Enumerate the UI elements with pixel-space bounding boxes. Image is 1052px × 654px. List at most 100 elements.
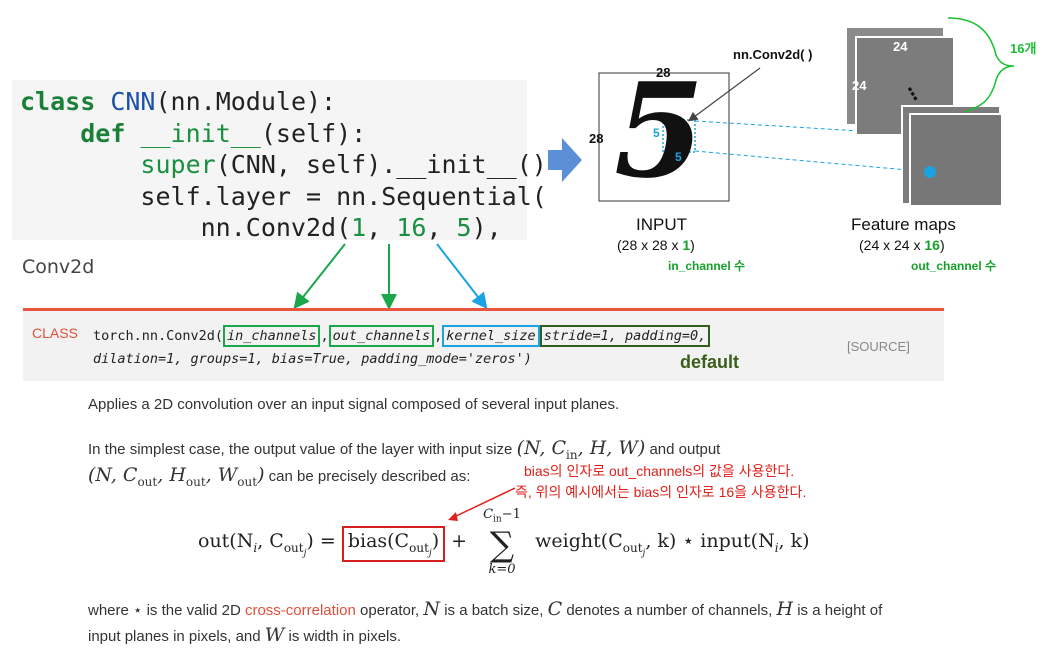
sum-sigma-icon: ∑ bbox=[489, 524, 515, 565]
formula-text: + bbox=[451, 530, 468, 552]
input-image-frame bbox=[598, 72, 730, 202]
cross-correlation-link[interactable]: cross-correlation bbox=[244, 602, 356, 619]
signature-line-2: dilation=1, groups=1, bias=True, padding… bbox=[93, 351, 532, 367]
input-width-label: 28 bbox=[656, 65, 671, 80]
arrow-in-channels bbox=[293, 243, 346, 310]
formula-sub: outj bbox=[283, 540, 307, 558]
formula-text: bias(C bbox=[347, 530, 410, 552]
feature-map-front bbox=[909, 113, 1003, 207]
description-paragraph-1: Applies a 2D convolution over an input s… bbox=[88, 396, 620, 413]
para-text: denotes a number of channels, bbox=[566, 602, 773, 619]
kernel-height-label: 5 bbox=[653, 126, 660, 140]
arrow-kernel-size bbox=[436, 243, 488, 310]
description-paragraph-2-line-1: In the simplest case, the output value o… bbox=[88, 437, 720, 462]
formula-text: ) bbox=[431, 530, 440, 552]
fmap-dims-text: (24 x 24 x bbox=[859, 237, 925, 253]
code-method-name: __init__ bbox=[140, 118, 261, 148]
signature-comma: , bbox=[320, 328, 329, 344]
description-paragraph-2-line-2: (N, Cout, Hout, Wout) can be precisely d… bbox=[88, 464, 470, 489]
bias-note-line-2: 즉, 위의 예시에서는 bias의 인자로 16을 사용한다. bbox=[515, 484, 807, 500]
formula-text: , k) ⋆ input(N bbox=[645, 530, 775, 552]
input-dims: (28 x 28 x 1) bbox=[617, 237, 695, 253]
section-title: Conv2d bbox=[22, 256, 95, 278]
math-sub: out bbox=[137, 474, 158, 489]
math-sub: out bbox=[185, 474, 206, 489]
transform-arrow-icon bbox=[548, 138, 582, 182]
param-defaults: stride=1, padding=0, bbox=[539, 325, 711, 347]
code-arg-kernel: 5 bbox=[456, 213, 472, 242]
formula-sub: outj bbox=[409, 541, 432, 558]
math-symbol: C bbox=[547, 598, 563, 620]
fmap-width-label: 24 bbox=[893, 39, 908, 54]
sum-sub: in bbox=[493, 514, 502, 525]
count-brace bbox=[947, 17, 1015, 113]
code-text: (nn.Module): bbox=[155, 87, 337, 116]
formula-sub: outj bbox=[622, 540, 646, 559]
kernel-width-label: 5 bbox=[675, 150, 682, 164]
para-text: is width in pixels. bbox=[288, 628, 402, 645]
math-output-size: (N, Cout, Hout, Wout) bbox=[88, 464, 264, 489]
math-symbol: N bbox=[423, 598, 441, 620]
para-text: In the simplest case, the output value o… bbox=[88, 441, 513, 458]
para-text: and output bbox=[649, 441, 721, 458]
fmap-count-label: 16개 bbox=[1010, 41, 1037, 56]
code-arg-in: 1 bbox=[351, 213, 367, 242]
fmap-title: Feature maps bbox=[851, 215, 956, 234]
formula-text: weight(C bbox=[535, 530, 623, 552]
kernel-window bbox=[662, 119, 696, 153]
code-keyword: class bbox=[20, 87, 96, 116]
input-dims-text: (28 x 28 x bbox=[617, 237, 683, 253]
code-sep: , bbox=[366, 213, 397, 242]
math-input-size: (N, Cin, H, W) bbox=[517, 437, 646, 462]
math-text: , H bbox=[157, 464, 186, 486]
sum-lower: k=0 bbox=[488, 561, 516, 577]
formula-text: ) = bbox=[306, 530, 336, 552]
code-text: (CNN, self).__init__() bbox=[215, 150, 547, 179]
formula-sub: i bbox=[774, 540, 779, 555]
math-sub: out bbox=[237, 474, 258, 489]
formula-sub-text: out bbox=[283, 540, 304, 555]
signature-line-1: torch.nn.Conv2d(in_channels,out_channels… bbox=[93, 325, 711, 347]
sum-text: C bbox=[483, 507, 494, 522]
code-text: ), bbox=[471, 213, 502, 242]
in-channel-note: in_channel 수 bbox=[668, 259, 746, 273]
param-in-channels: in_channels bbox=[223, 325, 321, 347]
math-text: (N, C bbox=[88, 464, 138, 486]
mnist-digit-image: 5 bbox=[614, 54, 705, 207]
bias-term-highlight: bias(Coutj) bbox=[341, 526, 446, 563]
output-pixel-dot bbox=[924, 166, 936, 178]
param-out-channels: out_channels bbox=[328, 325, 435, 347]
code-snippet: class CNN(nn.Module): def __init__(self)… bbox=[12, 80, 547, 242]
code-text: self.layer = nn.Sequential( bbox=[140, 181, 547, 211]
input-height-label: 28 bbox=[589, 131, 604, 146]
signature-box: CLASS torch.nn.Conv2d(in_channels,out_ch… bbox=[23, 308, 944, 381]
description-paragraph-3-line-2: input planes in pixels, and W is width i… bbox=[88, 624, 401, 646]
math-symbol: W bbox=[264, 624, 285, 646]
nnconv-pointer-arrow bbox=[688, 67, 761, 122]
code-text: (self): bbox=[260, 118, 367, 148]
class-tag: CLASS bbox=[32, 325, 78, 341]
bias-note-line-1: bias의 인자로 out_channels의 값을 사용한다. bbox=[524, 463, 795, 479]
para-text: operator, bbox=[360, 602, 420, 619]
fmap-channels-value: 16 bbox=[924, 237, 940, 253]
formula-sub-text: out bbox=[622, 540, 643, 555]
signature-prefix: torch.nn.Conv2d( bbox=[93, 328, 224, 344]
code-keyword: def bbox=[80, 118, 126, 148]
formula-text: , C bbox=[257, 530, 284, 552]
sum-upper: Cin−1 bbox=[482, 508, 522, 527]
code-builtin: super bbox=[140, 150, 216, 179]
formula-text: out(N bbox=[198, 530, 254, 552]
description-paragraph-3-line-1: where ⋆ is the valid 2D cross-correlatio… bbox=[88, 598, 882, 620]
input-dims-text: ) bbox=[690, 237, 695, 253]
sum-text: −1 bbox=[501, 507, 521, 522]
arrow-bias-note bbox=[451, 487, 516, 519]
math-text: , W bbox=[205, 464, 238, 486]
formula-text: , k) bbox=[778, 530, 810, 552]
math-sub: in bbox=[566, 447, 578, 462]
default-label: default bbox=[680, 352, 740, 372]
code-text: nn.Conv2d( bbox=[200, 213, 352, 242]
fmap-height-label: 24 bbox=[852, 78, 867, 93]
source-link[interactable]: [SOURCE] bbox=[847, 339, 910, 354]
formula-subsub: j bbox=[642, 548, 646, 559]
